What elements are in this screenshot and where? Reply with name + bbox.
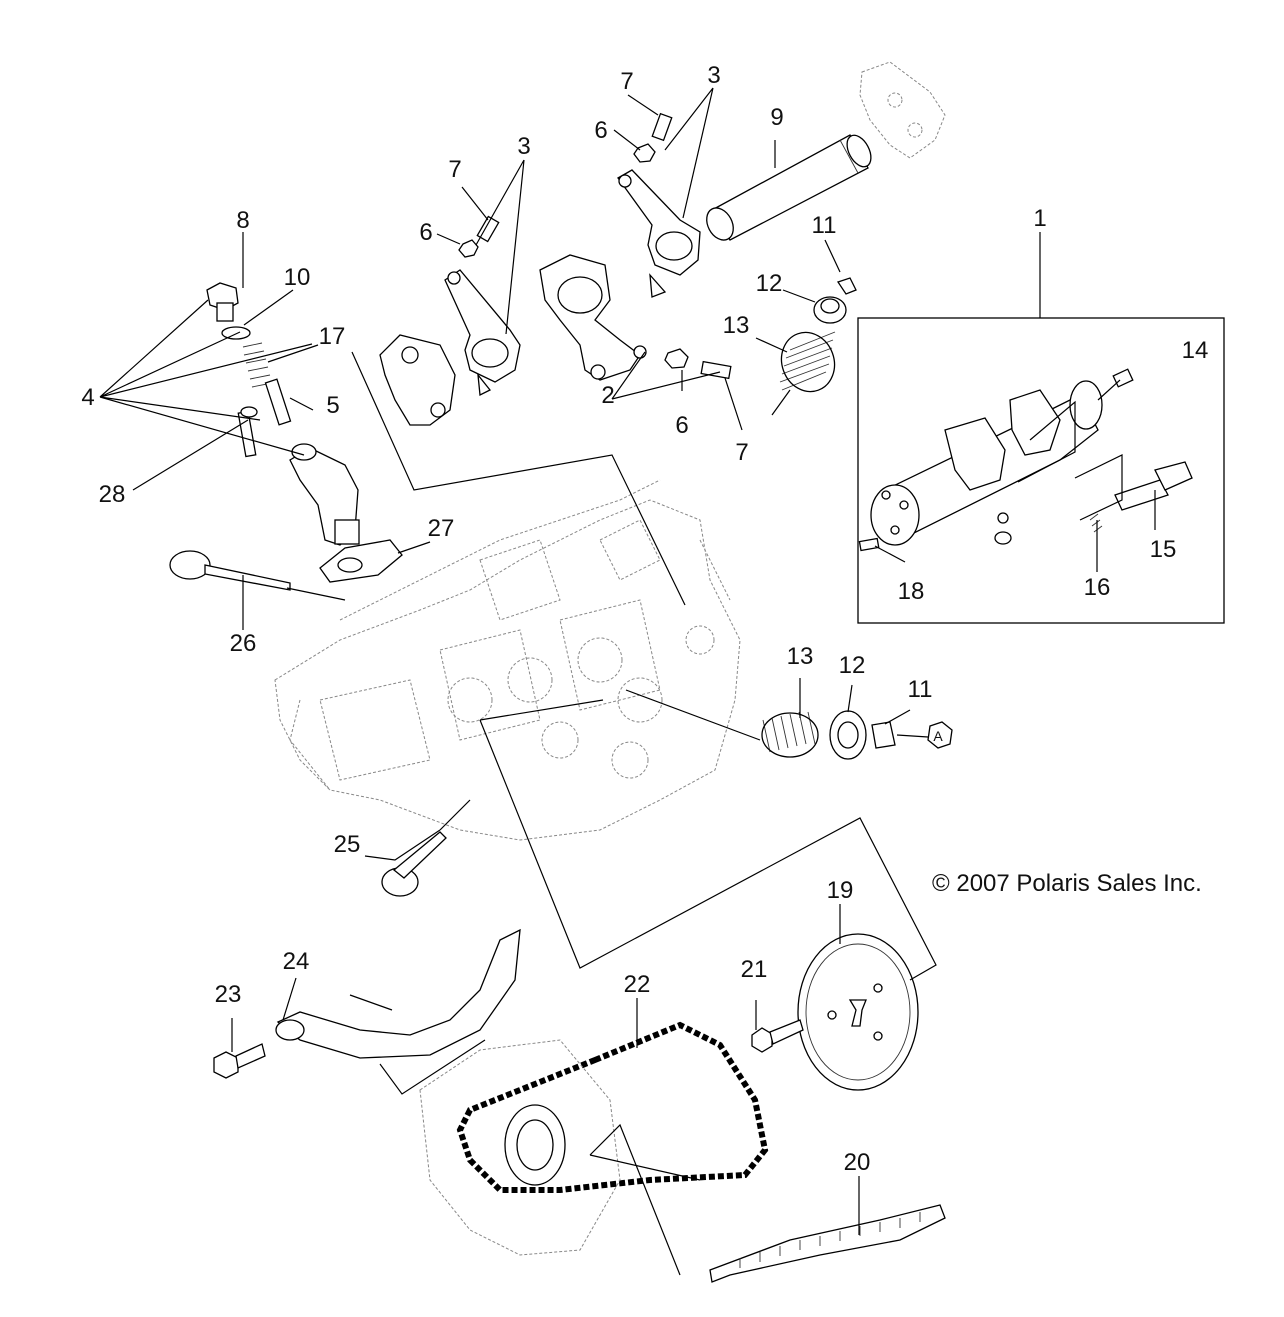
callout-28: 28 xyxy=(99,481,126,508)
leader-lines xyxy=(99,87,1156,1276)
marker-a-label: A xyxy=(933,728,943,744)
marker-a: A xyxy=(933,728,943,744)
callout-7: 7 xyxy=(735,439,748,466)
camshaft-inset-box xyxy=(857,317,1225,624)
bracket-ghost xyxy=(859,61,946,159)
callout-9: 9 xyxy=(770,104,783,131)
copyright-notice: © 2007 Polaris Sales Inc. xyxy=(932,870,1202,897)
callout-11: 11 xyxy=(812,212,837,239)
callout-18: 18 xyxy=(898,578,925,605)
rocker-arm-right xyxy=(617,169,701,298)
rocker-shaft-support xyxy=(379,334,456,426)
chain-guide xyxy=(709,1204,946,1283)
callout-4: 4 xyxy=(81,384,94,411)
callout-2: 2 xyxy=(601,382,614,409)
rocker-arm-center xyxy=(539,254,647,381)
callout-12: 12 xyxy=(839,652,866,679)
callout-6: 6 xyxy=(419,219,432,246)
callout-15: 15 xyxy=(1150,536,1177,563)
callout-11: 11 xyxy=(908,676,933,703)
callout-17: 17 xyxy=(319,323,346,350)
callout-8: 8 xyxy=(236,207,249,234)
callout-10: 10 xyxy=(284,264,311,291)
cylinder-head-ghost xyxy=(274,479,741,841)
camshaft-assembly xyxy=(858,368,1193,552)
tensioner-blade xyxy=(275,928,521,1059)
callout-3: 3 xyxy=(517,133,530,160)
tensioner-assembly xyxy=(206,282,360,546)
callout-7: 7 xyxy=(448,156,461,183)
callout-27: 27 xyxy=(428,515,455,542)
callout-13: 13 xyxy=(723,312,750,339)
callout-13: 13 xyxy=(787,643,814,670)
tensioner-bolt xyxy=(213,1043,266,1079)
callout-21: 21 xyxy=(741,956,768,983)
callout-19: 19 xyxy=(827,877,854,904)
callout-3: 3 xyxy=(707,62,720,89)
callout-26: 26 xyxy=(230,630,257,657)
valve-intake xyxy=(169,550,291,591)
callout-24: 24 xyxy=(283,948,310,975)
sprocket-bolt xyxy=(751,1019,804,1053)
callout-1: 1 xyxy=(1033,205,1046,232)
callout-25: 25 xyxy=(334,831,361,858)
callout-6: 6 xyxy=(594,117,607,144)
timing-chain xyxy=(456,1021,769,1193)
callout-7: 7 xyxy=(620,68,633,95)
callout-12: 12 xyxy=(756,270,783,297)
adjusting-screw-group xyxy=(458,112,732,380)
callout-16: 16 xyxy=(1084,574,1111,601)
callout-5: 5 xyxy=(326,392,339,419)
callout-14: 14 xyxy=(1182,337,1209,364)
valve-spring-upper xyxy=(779,277,857,393)
callout-20: 20 xyxy=(844,1149,871,1176)
rocker-shaft xyxy=(706,134,872,241)
valve-exhaust xyxy=(381,831,447,897)
callout-labels: 1 2 3 3 4 5 6 6 6 7 7 7 8 9 10 11 11 12 … xyxy=(81,62,1208,1176)
crank-sprocket-cover-ghost xyxy=(419,1039,621,1256)
rocker-arm-left xyxy=(444,269,521,397)
cam-sprocket xyxy=(797,933,919,1091)
gasket xyxy=(319,539,403,583)
callout-22: 22 xyxy=(624,971,651,998)
valve-spring-lower xyxy=(761,710,953,760)
callout-23: 23 xyxy=(215,981,242,1008)
callout-6: 6 xyxy=(675,412,688,439)
